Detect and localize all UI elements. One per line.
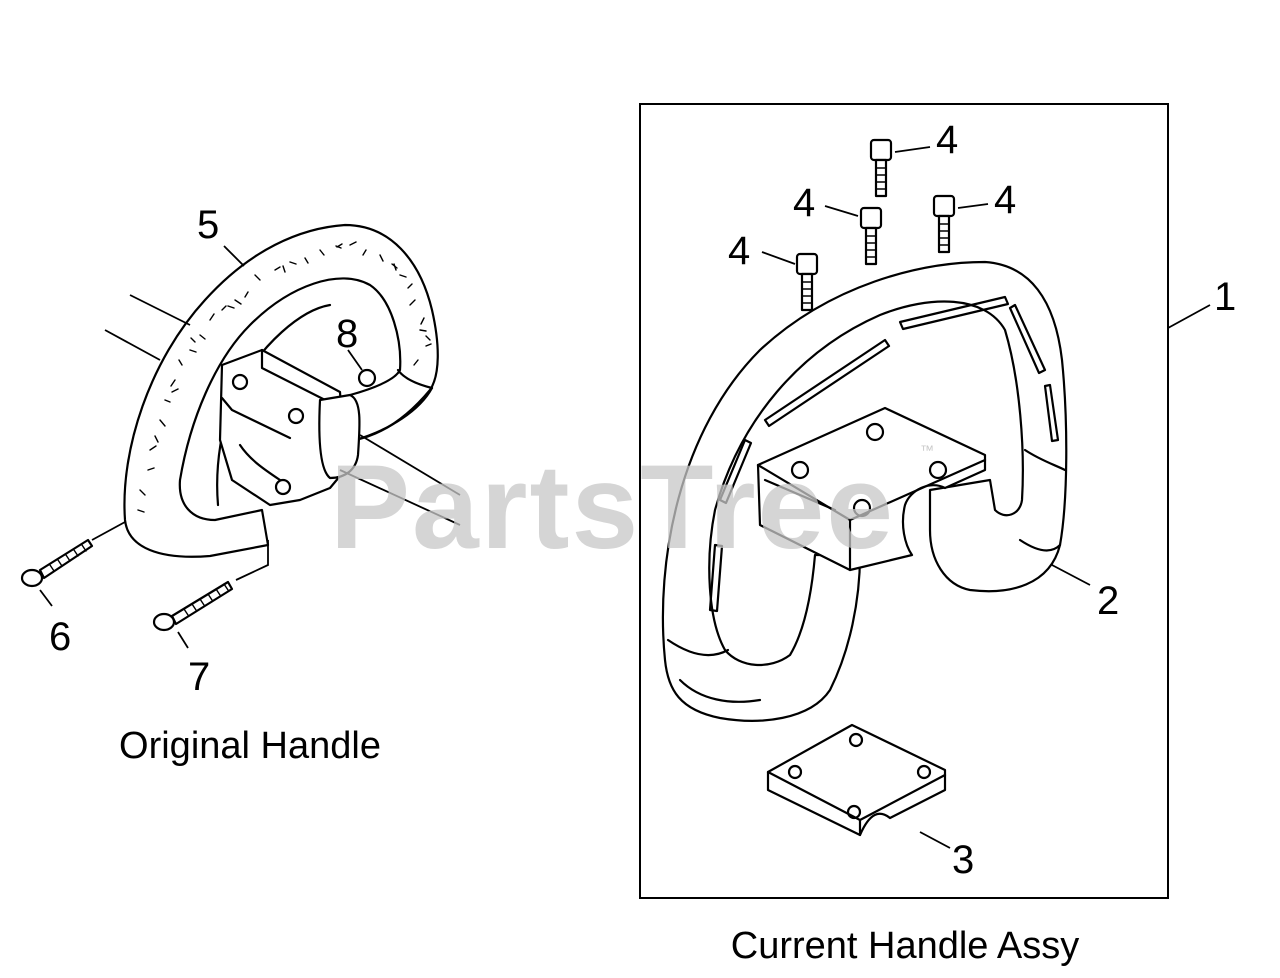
grip-slot (718, 438, 753, 505)
watermark: PartsTree (330, 440, 895, 574)
callout-5: 5 (197, 203, 219, 247)
watermark-tm: ™ (920, 442, 934, 458)
callout-8: 8 (336, 312, 358, 356)
original-handle-drawing (20, 223, 461, 649)
current-handle-drawing (661, 138, 1211, 849)
clamp-hole (274, 478, 292, 496)
grip-slot (1043, 383, 1060, 443)
foam-texture (137, 241, 432, 513)
callout-7: 7 (188, 655, 210, 699)
lower-clamp-hole (916, 764, 932, 780)
clamp-block (756, 406, 987, 572)
clamp-hole (231, 373, 249, 391)
clamp-hole (287, 407, 305, 425)
callout-2: 2 (1097, 579, 1119, 623)
callout-6: 6 (49, 615, 71, 659)
bolt-4-right (932, 194, 956, 254)
callout-3: 3 (952, 838, 974, 882)
grip-slot (708, 543, 724, 613)
clamp-cap (318, 393, 361, 480)
original-handle-caption: Original Handle (119, 725, 381, 767)
grip-slot (763, 338, 891, 428)
block-hole (790, 460, 810, 480)
bolt-4-top (869, 138, 893, 198)
current-handle-caption: Current Handle Assy (731, 925, 1080, 967)
bolt-4-left (795, 252, 819, 312)
callout-4-right: 4 (994, 178, 1016, 222)
lower-clamp-hole (846, 804, 862, 820)
grip-slot (898, 295, 1010, 331)
grip-slot (1008, 303, 1047, 375)
callout-4-top: 4 (936, 118, 958, 162)
block-hole (928, 460, 948, 480)
bolt-4-mid (859, 206, 883, 266)
callout-4-left: 4 (728, 229, 750, 273)
screw-7 (152, 580, 234, 632)
callout-1: 1 (1214, 275, 1236, 319)
current-assy-frame (639, 103, 1169, 899)
screw-6 (20, 538, 94, 588)
lower-clamp-hole (787, 764, 803, 780)
callout-4-mid: 4 (793, 181, 815, 225)
foam-grip (123, 223, 439, 558)
block-hole (865, 422, 885, 442)
lower-clamp-hole (848, 732, 864, 748)
nut-8 (357, 368, 377, 388)
clamp-body (218, 348, 347, 507)
block-hole (852, 498, 872, 518)
